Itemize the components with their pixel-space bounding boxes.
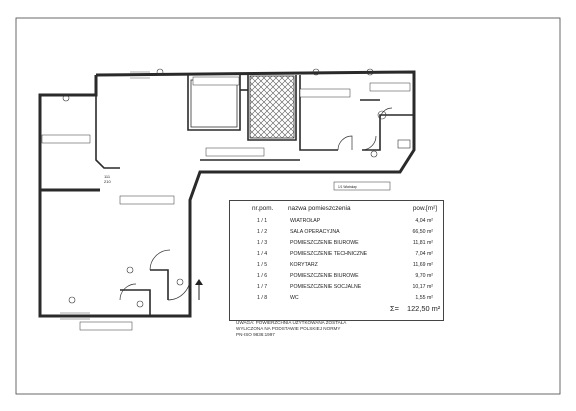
markers (62, 68, 374, 308)
interior-walls (95, 75, 414, 316)
legend-header-nr: nr.pom. (252, 205, 274, 212)
legend-row: 1 / 4 POMIESZCZENIE TECHNICZNE 7,04 m² (257, 251, 433, 257)
dim-label-a: 111 (104, 174, 111, 179)
office-box (190, 79, 238, 128)
legend-row: 1 / 2 SALA OPERACYJNA 66,50 m² (257, 229, 433, 235)
exterior-walls (38, 70, 416, 318)
legend-total: Σ= 122,50 m² (390, 304, 440, 313)
compass-icon (195, 279, 203, 300)
room-tag-text: 1/1 Wiatrołap (338, 185, 357, 189)
legend-header-area: pow.[m²] (412, 205, 437, 212)
sum-symbol: Σ= (390, 304, 399, 313)
legend-header-name: nazwa pomieszczenia (288, 205, 351, 212)
dim-label-b: 210 (104, 179, 111, 184)
legend-row: 1 / 7 POMIESZCZENIE SOCJALNE 10,17 m² (257, 284, 433, 290)
sum-value: 122,50 m² (406, 304, 441, 313)
windows (60, 71, 150, 320)
room-legend: nr.pom. nazwa pomieszczenia pow.[m²] 1 /… (229, 200, 444, 321)
legend-row: 1 / 8 WC 1,55 m² (257, 295, 433, 301)
fixtures (370, 110, 411, 158)
legend-row: 1 / 3 POMIESZCZENIE BIUROWE 11,81 m² (257, 240, 433, 246)
legend-row: 1 / 6 POMIESZCZENIE BIUROWE 9,70 m² (257, 273, 433, 279)
legend-row: 1 / 5 KORYTARZ 11,69 m² (257, 262, 433, 268)
room-tags (41, 76, 411, 331)
norm-note: UWAGA: POWIERZCHNIA UŻYTKOWANA ZOSTAŁA W… (236, 320, 347, 337)
sheet-frame (15, 17, 561, 395)
legend-row: 1 / 1 WIATROŁAP 4,04 m² (257, 218, 433, 224)
hatched-room (249, 75, 295, 139)
